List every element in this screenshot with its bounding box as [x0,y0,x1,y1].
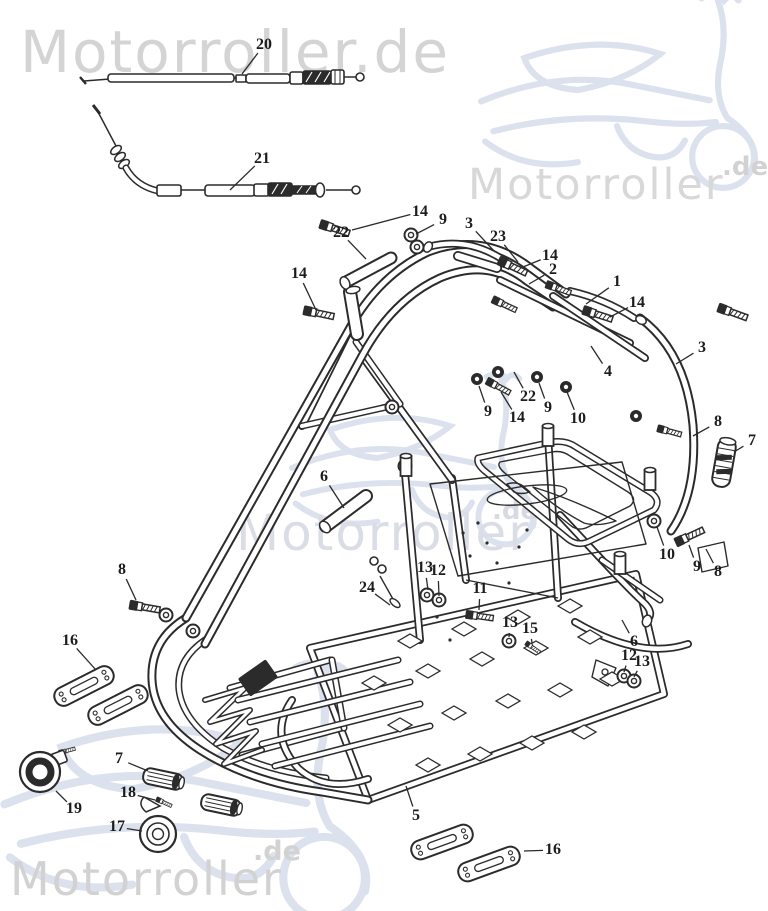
watermark-tld-top-right: .de [722,152,768,182]
callout-leader-lines [55,52,744,852]
floor-mesh-part-5 [360,598,626,773]
bowden-cables-20-21 [79,69,365,198]
watermark-text-bottom-left: Motorroller [10,852,283,906]
watermark-text-top-right: Motorroller [468,160,725,210]
watermark-text-center: Motorroller [236,504,531,562]
hardware-bolts-washers [18,219,749,883]
watermark-tld-bottom-left: .de [253,836,301,867]
frame-tubes [147,239,729,805]
scooter-logo-icon [0,659,371,911]
scooter-logo-icon [477,0,759,191]
